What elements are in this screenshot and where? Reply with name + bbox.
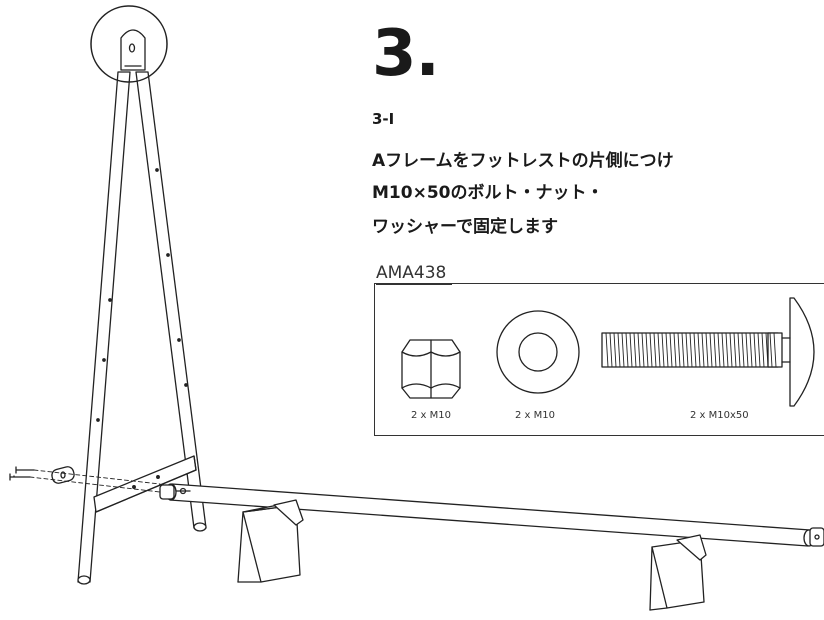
detail-highlight-circle (90, 5, 168, 83)
exploded-hardware (9, 466, 161, 493)
a-frame-left-leg (77, 71, 131, 585)
hex-nut-icon (401, 339, 461, 399)
parts-code: AMA438 (376, 263, 447, 283)
a-frame-right-leg (96, 71, 207, 532)
step-number: 3. (372, 17, 440, 91)
bolt-quantity-label: 2 x M10x50 (690, 410, 749, 421)
washer-icon (496, 310, 580, 394)
footrest-bar (159, 483, 824, 547)
nut-quantity-label: 2 x M10 (411, 410, 451, 421)
support-block-right (649, 534, 707, 611)
instruction-line-3: ワッシャーで固定します (372, 217, 558, 237)
a-frame-top-cap (120, 29, 146, 71)
parts-code-underline (376, 284, 452, 285)
sub-step-label: 3-I (372, 110, 395, 128)
cross-brace (93, 455, 197, 513)
washer-quantity-label: 2 x M10 (515, 410, 555, 421)
support-block-left (237, 499, 304, 583)
parts-list-box (374, 283, 824, 436)
instruction-line-1: Aフレームをフットレストの片側につけ (372, 151, 674, 171)
bolt-threads (605, 332, 777, 368)
instruction-line-2: M10×50のボルト・ナット・ (372, 183, 604, 203)
